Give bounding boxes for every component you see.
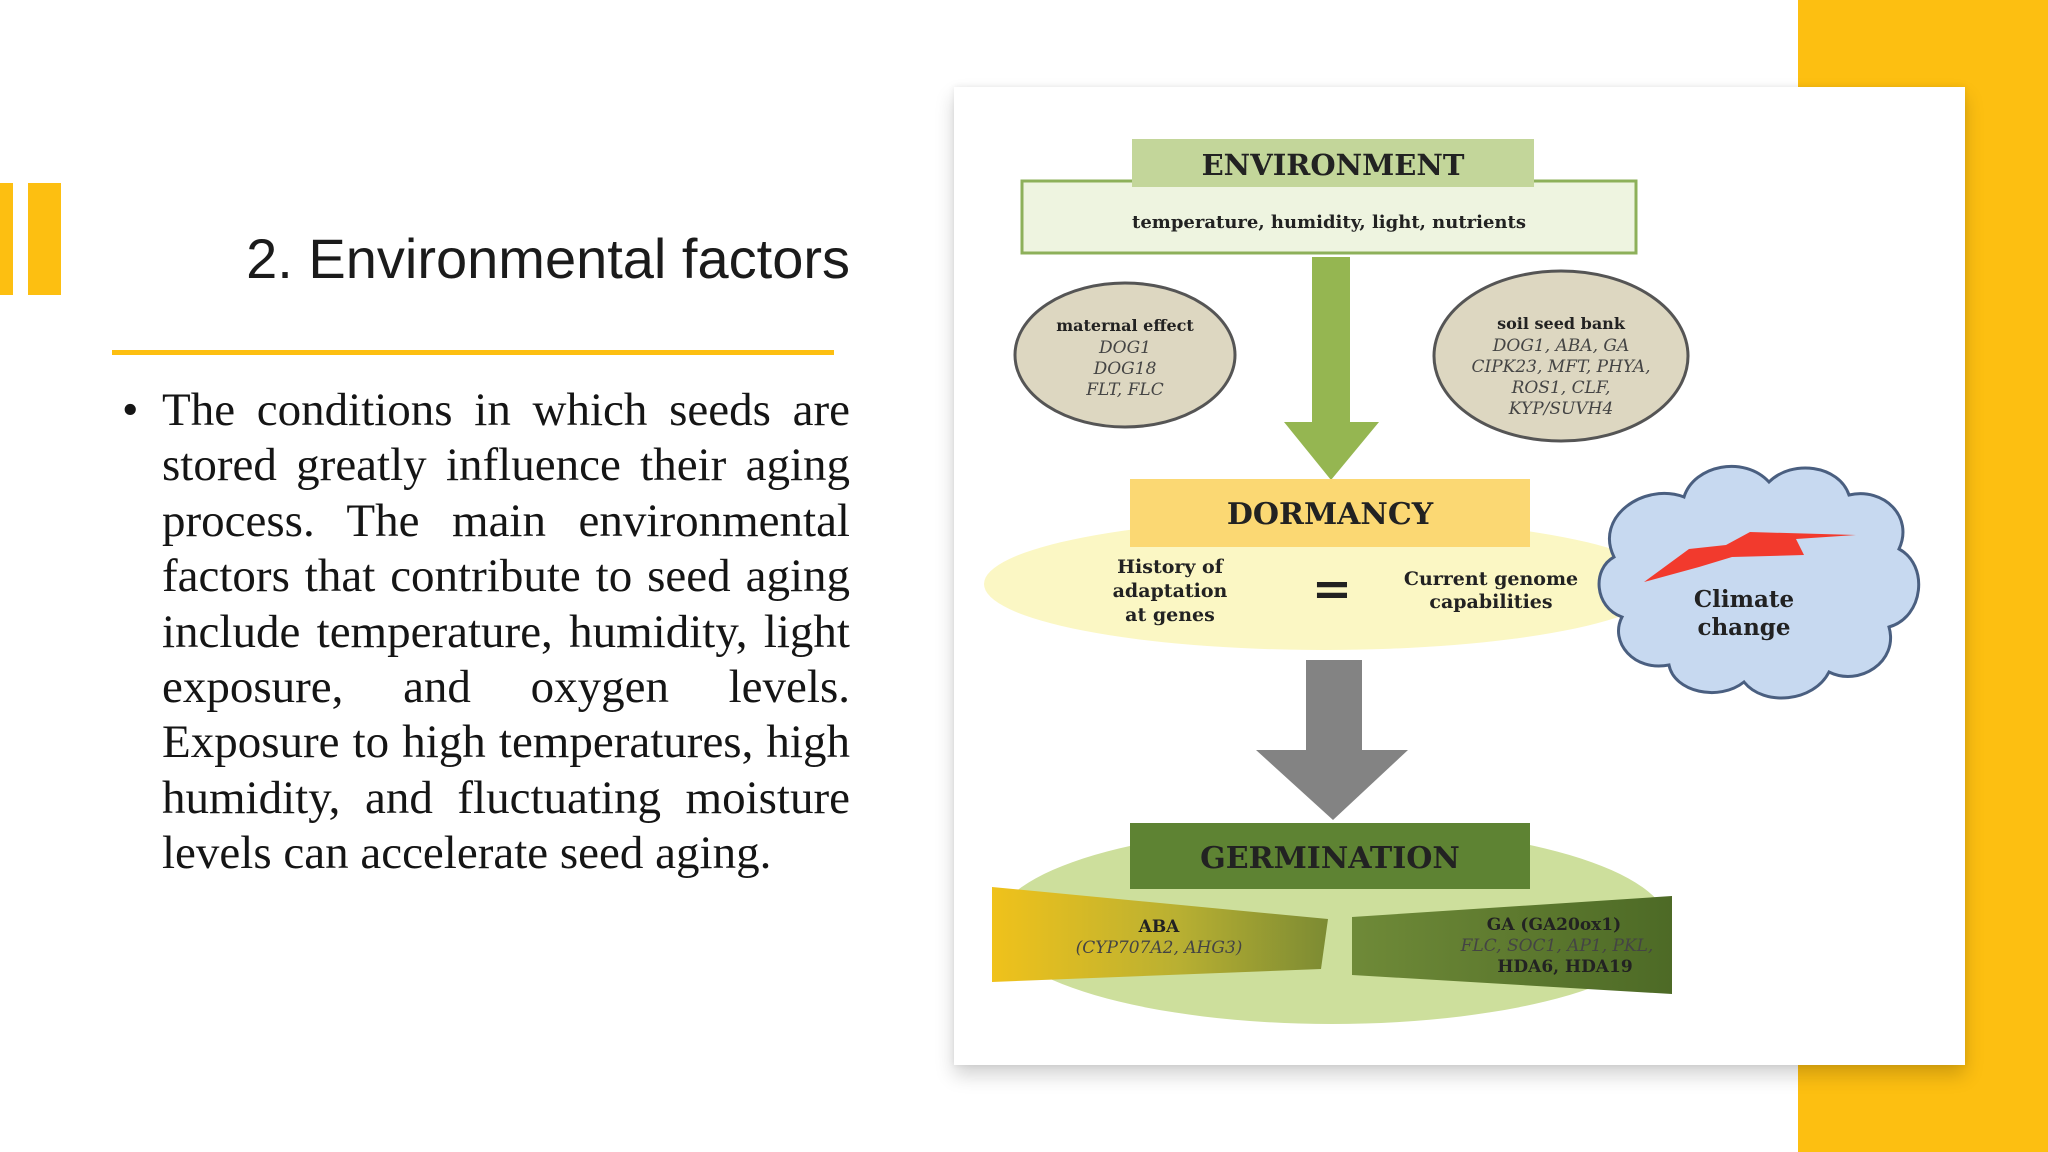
soil-line-4: KYP/SUVH4 [1508,399,1614,419]
arrow-environment-shaft [1312,257,1350,427]
dormancy-header [1130,479,1530,547]
climate-cloud [1597,464,1921,700]
maternal-line-3: FLT, FLC [1085,380,1163,400]
ga-line-2: FLC, SOC1, AP1, PKL, [1460,936,1654,956]
equals-sign: = [1312,561,1352,617]
aba-line-1: ABA [1138,917,1181,937]
soil-line-3: ROS1, CLF, [1511,378,1611,398]
dormancy-ellipse [984,518,1664,650]
arrow-environment-head [1284,422,1379,480]
soil-title: soil seed bank [1497,314,1626,333]
body-text: • The conditions in which seeds are stor… [112,383,850,882]
lightning-icon [1644,532,1856,582]
title-underline [112,350,834,355]
bullet-paragraph: The conditions in which seeds are stored… [162,384,850,880]
environment-header [1132,139,1534,187]
dormancy-title: DORMANCY [1227,497,1434,532]
ga-line-3: HDA6, HDA19 [1497,957,1632,977]
bullet-icon: • [122,384,139,436]
current-line-1: Current genome [1404,568,1578,590]
germination-title: GERMINATION [1200,841,1460,876]
bullet-item: • The conditions in which seeds are stor… [112,383,850,882]
soil-seed-bank-ellipse [1432,269,1690,443]
aba-block [992,887,1328,982]
history-line-3: at genes [1125,604,1215,626]
climate-line-2: change [1697,614,1790,641]
aba-line-2: (CYP707A2, AHG3) [1076,938,1243,958]
climate-line-1: Climate [1694,586,1794,613]
ga-block [1352,896,1672,994]
history-line-2: adaptation [1113,580,1228,602]
accent-mark-left-thin [0,183,13,295]
germination-header [1130,823,1530,889]
maternal-line-1: DOG1 [1098,338,1151,358]
environment-subtitle: temperature, humidity, light, nutrients [1132,212,1526,233]
soil-line-2: CIPK23, MFT, PHYA, [1472,357,1651,377]
environment-title: ENVIRONMENT [1202,148,1465,182]
maternal-title: maternal effect [1056,316,1194,335]
soil-line-1: DOG1, ABA, GA [1492,336,1629,356]
slide-title: 2. Environmental factors [246,227,850,290]
seed-dormancy-diagram: ENVIRONMENT temperature, humidity, light… [984,139,1921,1024]
ga-line-1: GA (GA20ox1) [1487,915,1621,935]
maternal-effect-ellipse [1013,281,1237,429]
arrow-dormancy-head [1256,750,1408,820]
environment-box [1020,179,1638,255]
accent-mark-left-thick [28,183,61,295]
history-line-1: History of [1117,556,1225,578]
current-line-2: capabilities [1429,591,1552,613]
maternal-line-2: DOG18 [1093,359,1157,379]
figure-card: ENVIRONMENT temperature, humidity, light… [954,87,1965,1065]
